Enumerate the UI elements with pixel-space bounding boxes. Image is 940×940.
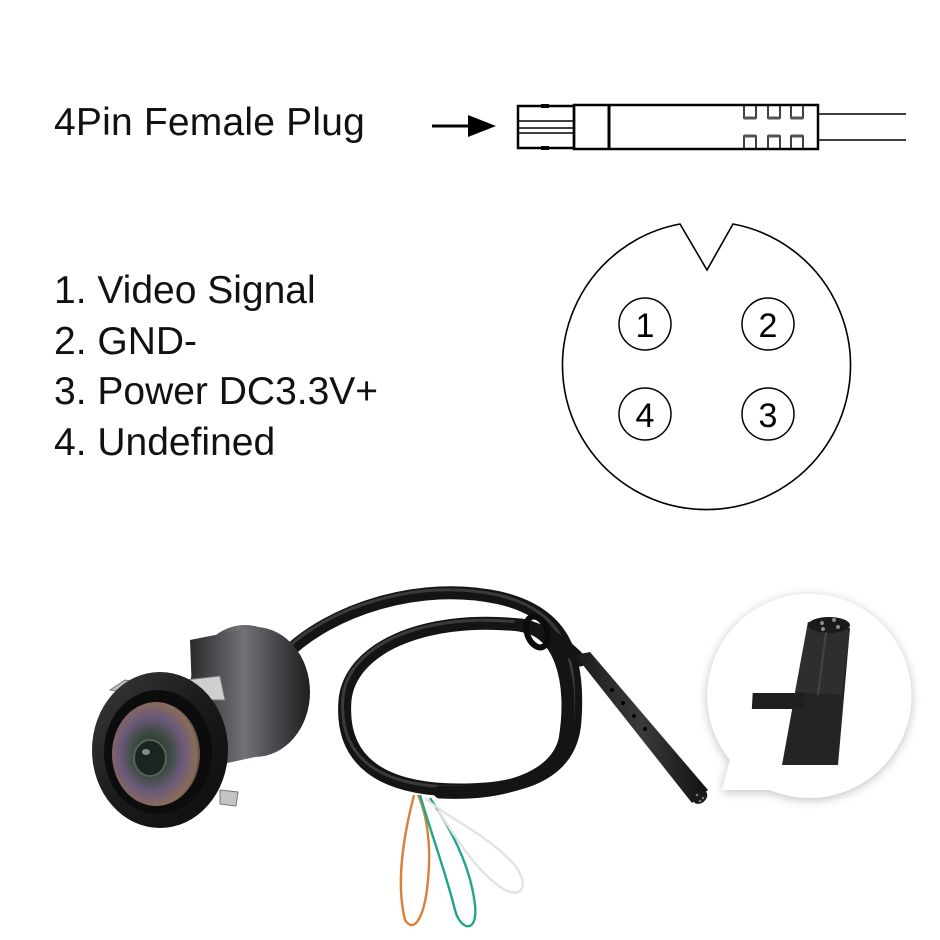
svg-text:2: 2: [759, 307, 778, 345]
plug-title: 4Pin Female Plug: [54, 101, 366, 144]
svg-text:4: 4: [636, 397, 655, 435]
pin-2: 2: [741, 297, 795, 351]
pin-legend-item-2: 2. GND-: [54, 319, 198, 363]
pin-legend-item-4: 4. Undefined: [54, 420, 276, 464]
camera-cable: [278, 586, 587, 799]
pin-1: 1: [618, 297, 672, 351]
plug-photo: [575, 652, 708, 804]
arrow-right-icon: [432, 115, 496, 137]
pin-legend-item-3: 3. Power DC3.3V+: [54, 370, 379, 413]
pin-legend: 1. Video Signal 2. GND- 3. Power DC3.3V+…: [54, 266, 378, 468]
connector-closeup-photo: [751, 617, 850, 765]
rear-camera-photo: [92, 625, 310, 828]
pin-legend-item-1: 1. Video Signal: [54, 269, 316, 312]
svg-text:3: 3: [759, 397, 778, 435]
signal-wires: [399, 794, 524, 928]
svg-text:1: 1: [636, 307, 655, 345]
pin-3: 3: [741, 387, 795, 441]
pin-4: 4: [618, 387, 672, 441]
plug-side-view-diagram: [516, 103, 906, 151]
connector-face-diagram: 1 2 4 3: [561, 223, 852, 511]
